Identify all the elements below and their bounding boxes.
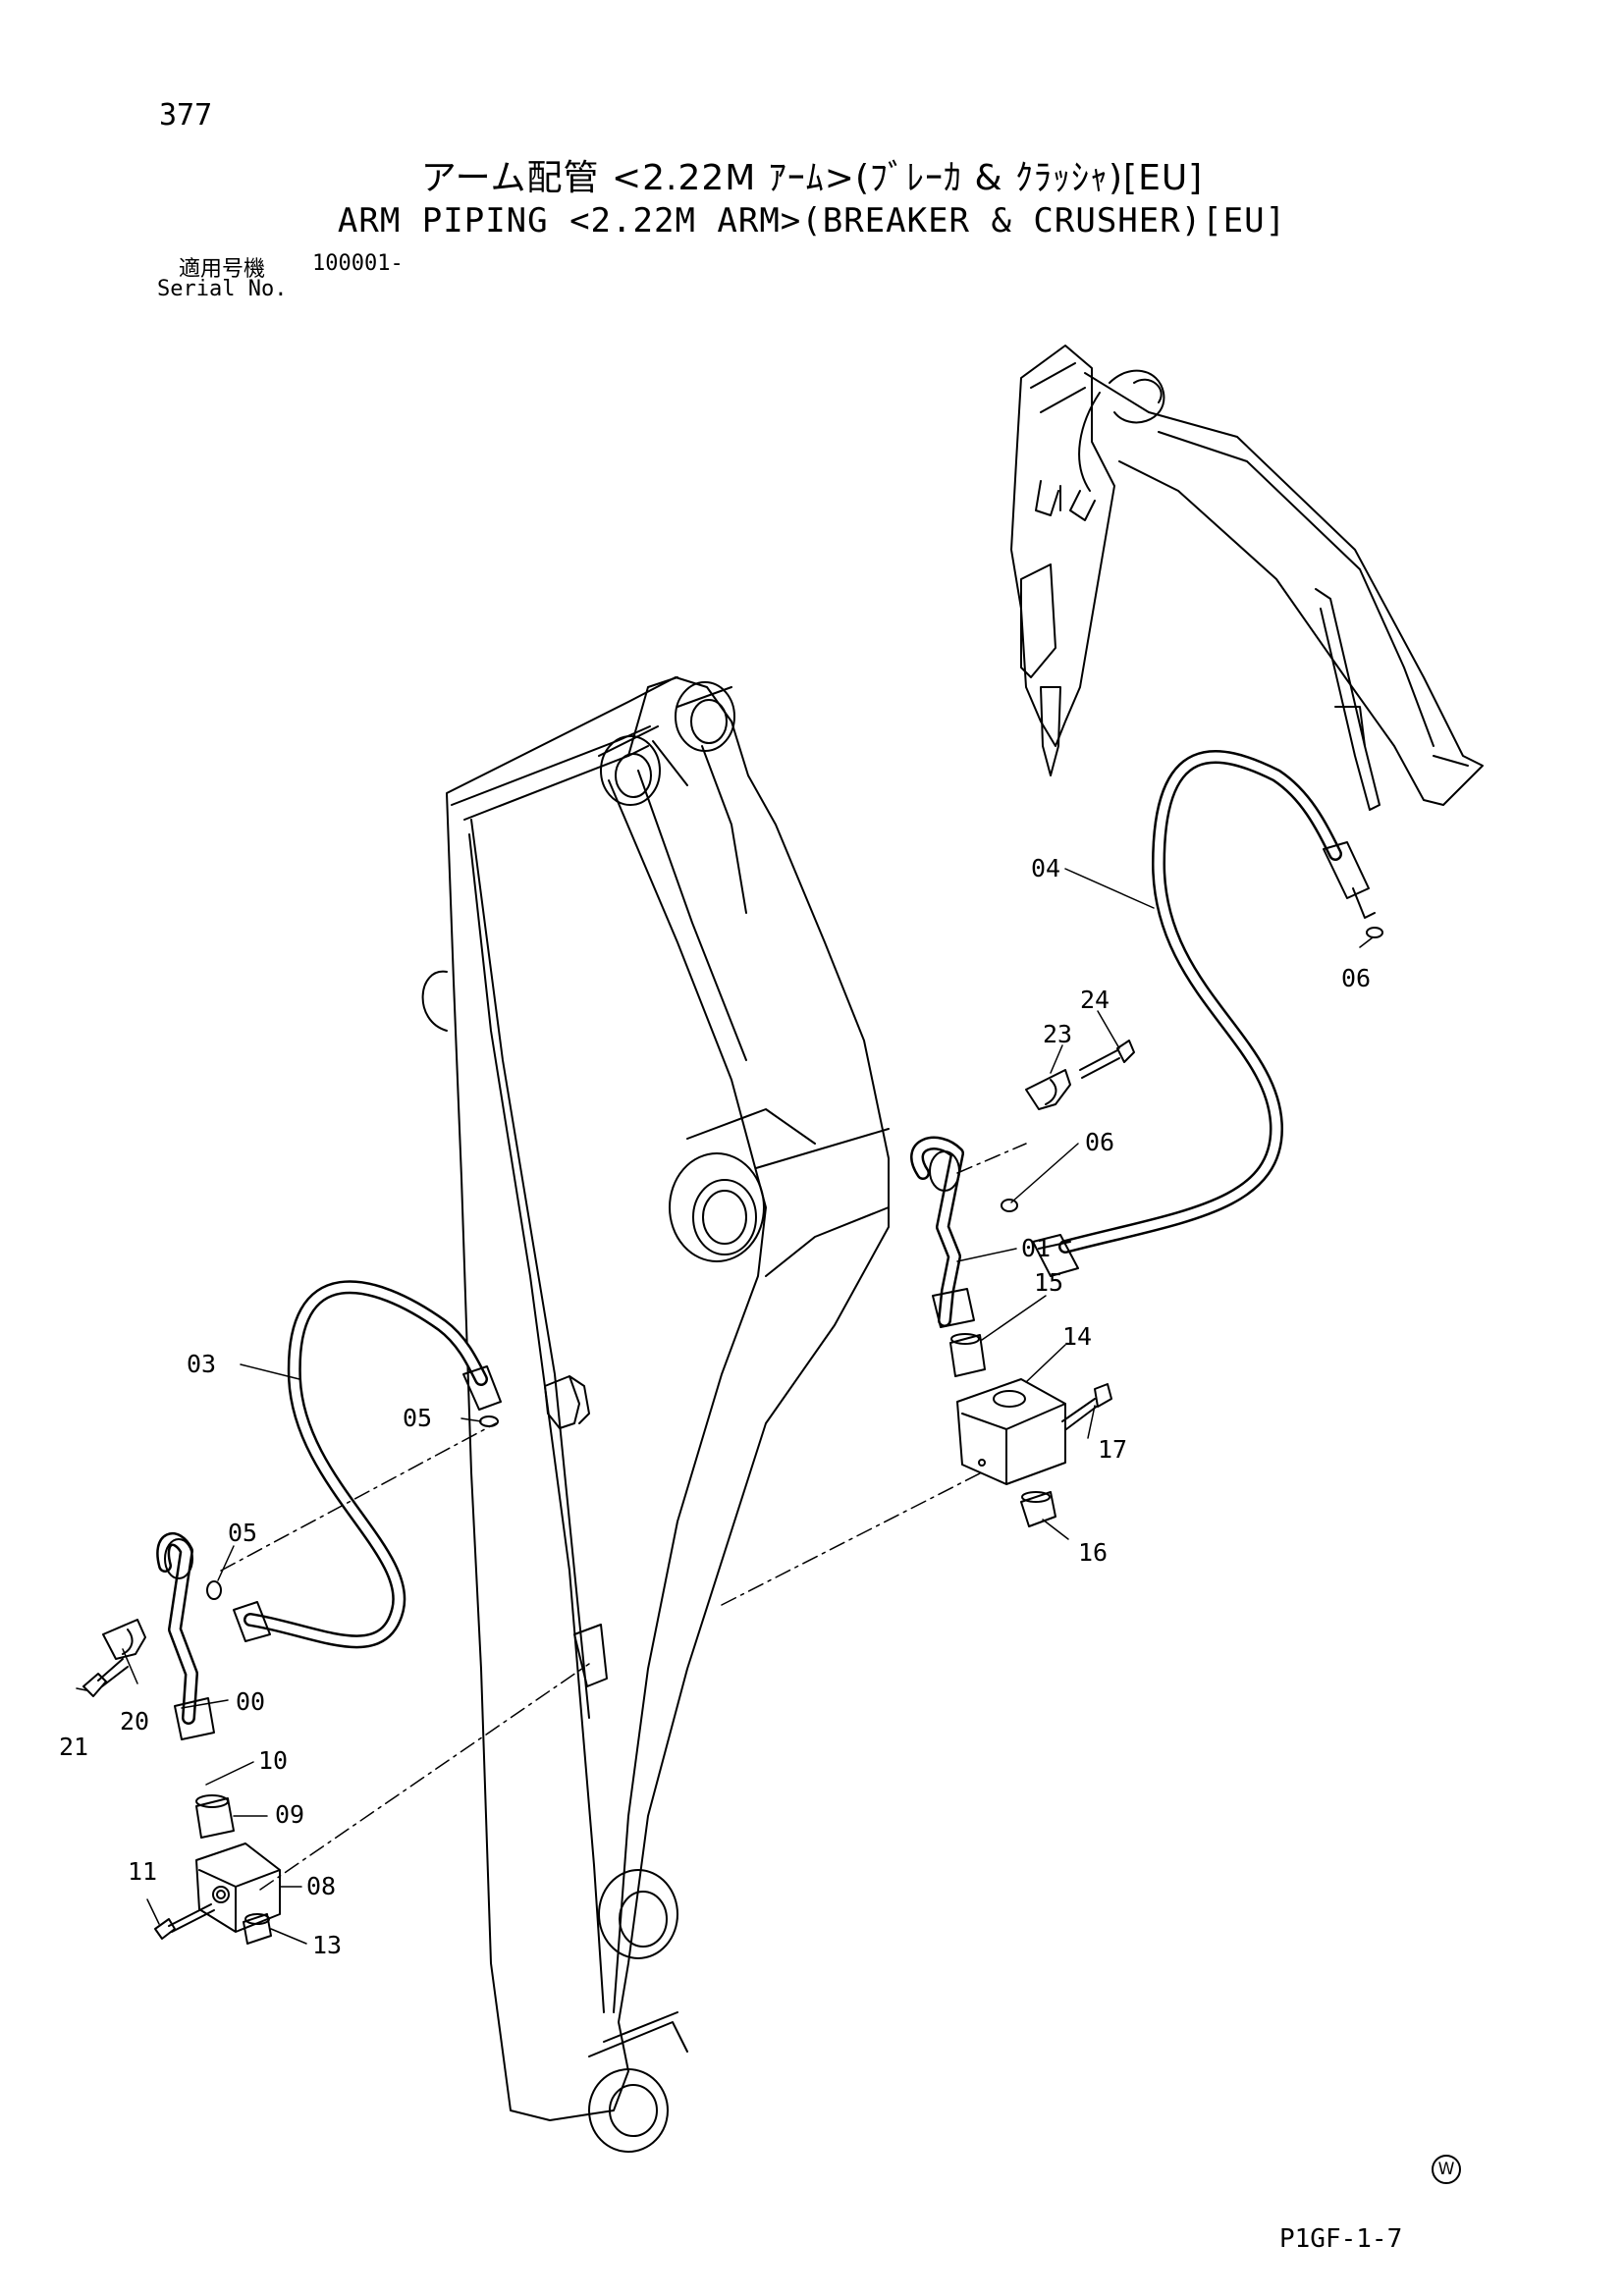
bolt-11 <box>154 1903 215 1940</box>
circled-w-mark: W <box>1432 2155 1461 2184</box>
callout-label: 11 <box>128 1857 157 1886</box>
o-ring-06 <box>1001 1199 1018 1212</box>
page-number: 377 <box>159 98 213 133</box>
pipe-01 <box>910 1136 975 1328</box>
callout-label: 05 <box>228 1519 257 1547</box>
callout-label: 24 <box>1080 986 1110 1014</box>
adapter-15 <box>949 1333 986 1377</box>
bolt-21 <box>82 1658 129 1697</box>
bolt-17 <box>1061 1383 1112 1430</box>
plug-16 <box>1020 1491 1056 1527</box>
block-14 <box>956 1378 1066 1485</box>
callout-label: 13 <box>312 1931 342 1959</box>
callout-label: 15 <box>1034 1268 1063 1297</box>
footer-figure-code: P1GF-1-7 <box>1279 2224 1403 2254</box>
callout-label: 03 <box>187 1350 216 1378</box>
callout-label: 05 <box>403 1404 432 1432</box>
plug-13 <box>243 1913 272 1945</box>
serial-label-english: Serial No. <box>157 277 288 301</box>
title-japanese: アーム配管 <2.22M ｱｰﾑ>(ﾌﾞﾚｰｶ & ｸﾗｯｼｬ)[EU] <box>420 158 1204 198</box>
arm-body <box>421 676 890 2153</box>
title-english: ARM PIPING <2.22M ARM>(BREAKER & CRUSHER… <box>337 201 1287 240</box>
callout-label: 14 <box>1062 1322 1092 1351</box>
excavator-inset-illustration <box>1010 345 1484 811</box>
callout-label: 06 <box>1085 1128 1114 1156</box>
callout-label: 10 <box>258 1746 288 1775</box>
adapter-09 <box>195 1794 235 1839</box>
callout-label: 16 <box>1078 1538 1108 1567</box>
block-08 <box>195 1842 281 1933</box>
serial-number-value: 100001- <box>312 251 404 276</box>
callout-label: 01 <box>1021 1234 1051 1262</box>
clamp-23 <box>1025 1069 1071 1110</box>
callout-label: 20 <box>120 1707 149 1735</box>
serial-label-japanese: 適用号機 <box>179 257 266 282</box>
o-ring-05 <box>206 1580 222 1600</box>
callout-label: 21 <box>59 1733 88 1761</box>
callout-label: 08 <box>306 1872 336 1900</box>
callout-label: 04 <box>1031 854 1060 882</box>
callout-label: 00 <box>236 1687 265 1716</box>
pipe-00 <box>156 1532 215 1740</box>
callout-label: 06 <box>1341 964 1371 992</box>
callout-label: 09 <box>275 1800 304 1829</box>
hose-04 <box>1032 749 1383 1277</box>
bolt-24 <box>1079 1040 1135 1079</box>
callout-label: 17 <box>1098 1435 1127 1464</box>
hose-03 <box>233 1280 502 1649</box>
callout-label: 23 <box>1043 1020 1072 1048</box>
